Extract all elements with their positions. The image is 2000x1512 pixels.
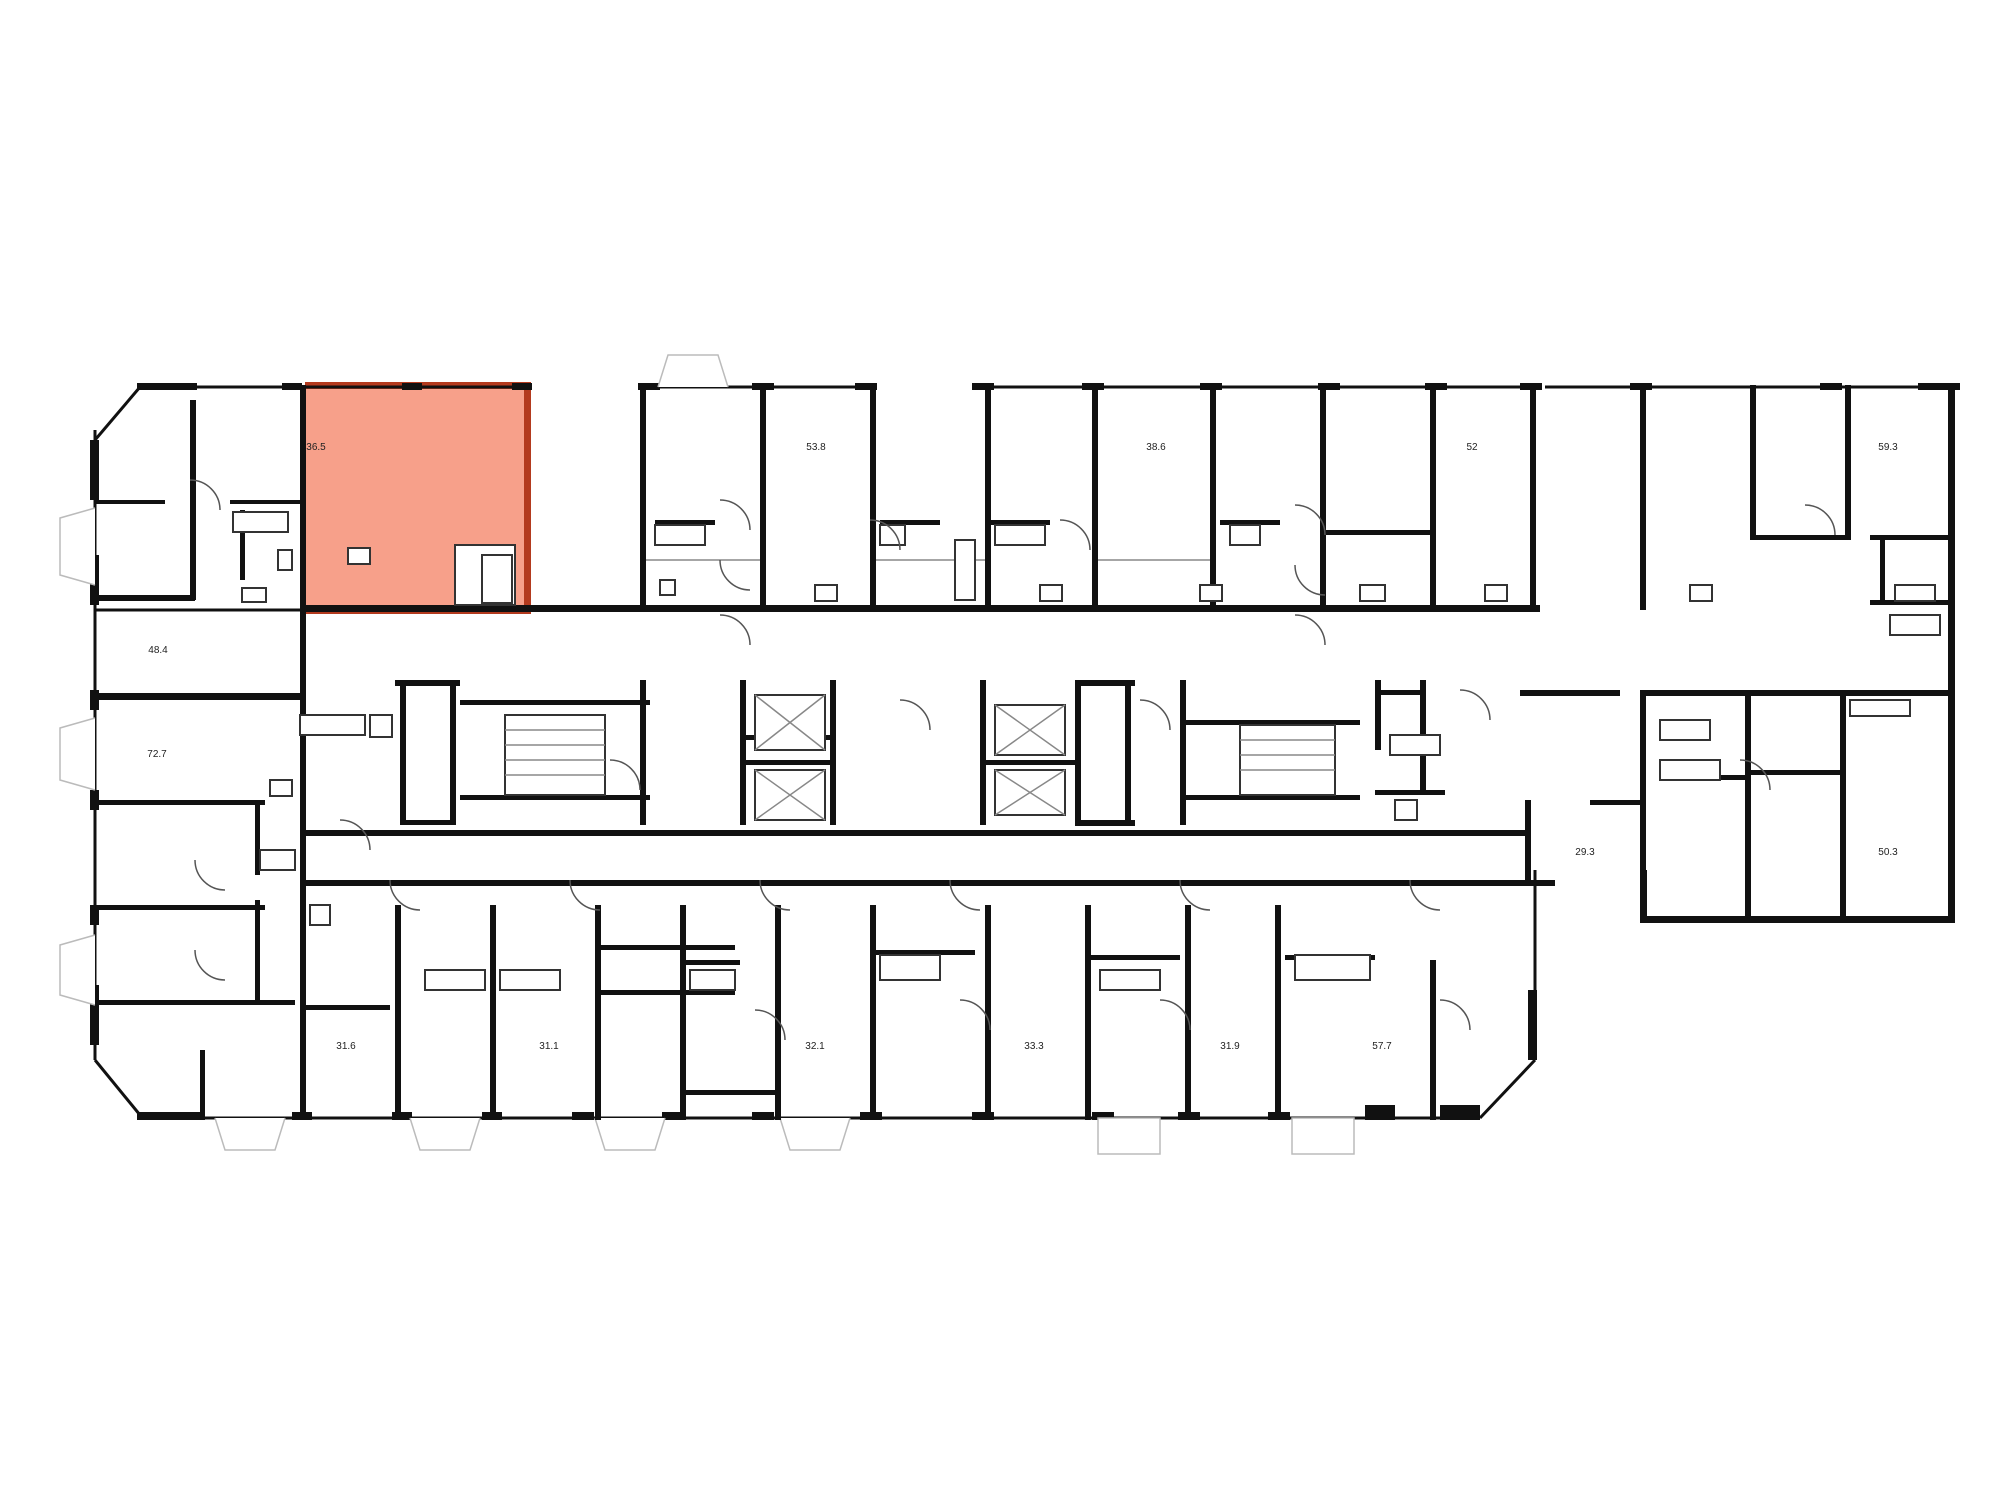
corridor-walls [300, 605, 1950, 886]
apartment-area-label: 33.3 [1024, 1041, 1044, 1052]
apartment-area-label: 59.3 [1878, 442, 1898, 453]
left-wing-walls [95, 385, 306, 1120]
apartment-area-label: 50.3 [1878, 847, 1898, 858]
apartment-area-label: 31.6 [336, 1041, 356, 1052]
top-row-walls [640, 385, 1950, 610]
area-labels: 36.5 53.8 38.6 52 59.3 48.4 72.7 29.3 50… [147, 442, 1898, 1052]
bay-windows [59, 354, 1355, 1155]
doors [189, 479, 1836, 1041]
apartment-area-label: 29.3 [1575, 847, 1595, 858]
apartment-area-label: 32.1 [805, 1041, 825, 1052]
apartment-area-label: 57.7 [1372, 1041, 1392, 1052]
highlighted-apartment-right-edge [524, 382, 531, 613]
bottom-row-walls [305, 905, 1436, 1120]
apartment-area-label: 36.5 [306, 442, 326, 453]
apartment-area-label: 31.1 [539, 1041, 559, 1052]
apartment-area-label: 31.9 [1220, 1041, 1240, 1052]
stair-right [1239, 724, 1336, 796]
apartment-area-label: 38.6 [1146, 442, 1166, 453]
stair-left [504, 714, 606, 796]
stairs-and-elevators [504, 694, 1336, 821]
apartment-area-label: 72.7 [147, 749, 167, 760]
apartment-area-label: 52 [1466, 442, 1478, 453]
apartment-area-label: 53.8 [806, 442, 826, 453]
apartment-area-label: 48.4 [148, 645, 168, 656]
fixtures [232, 511, 1941, 991]
